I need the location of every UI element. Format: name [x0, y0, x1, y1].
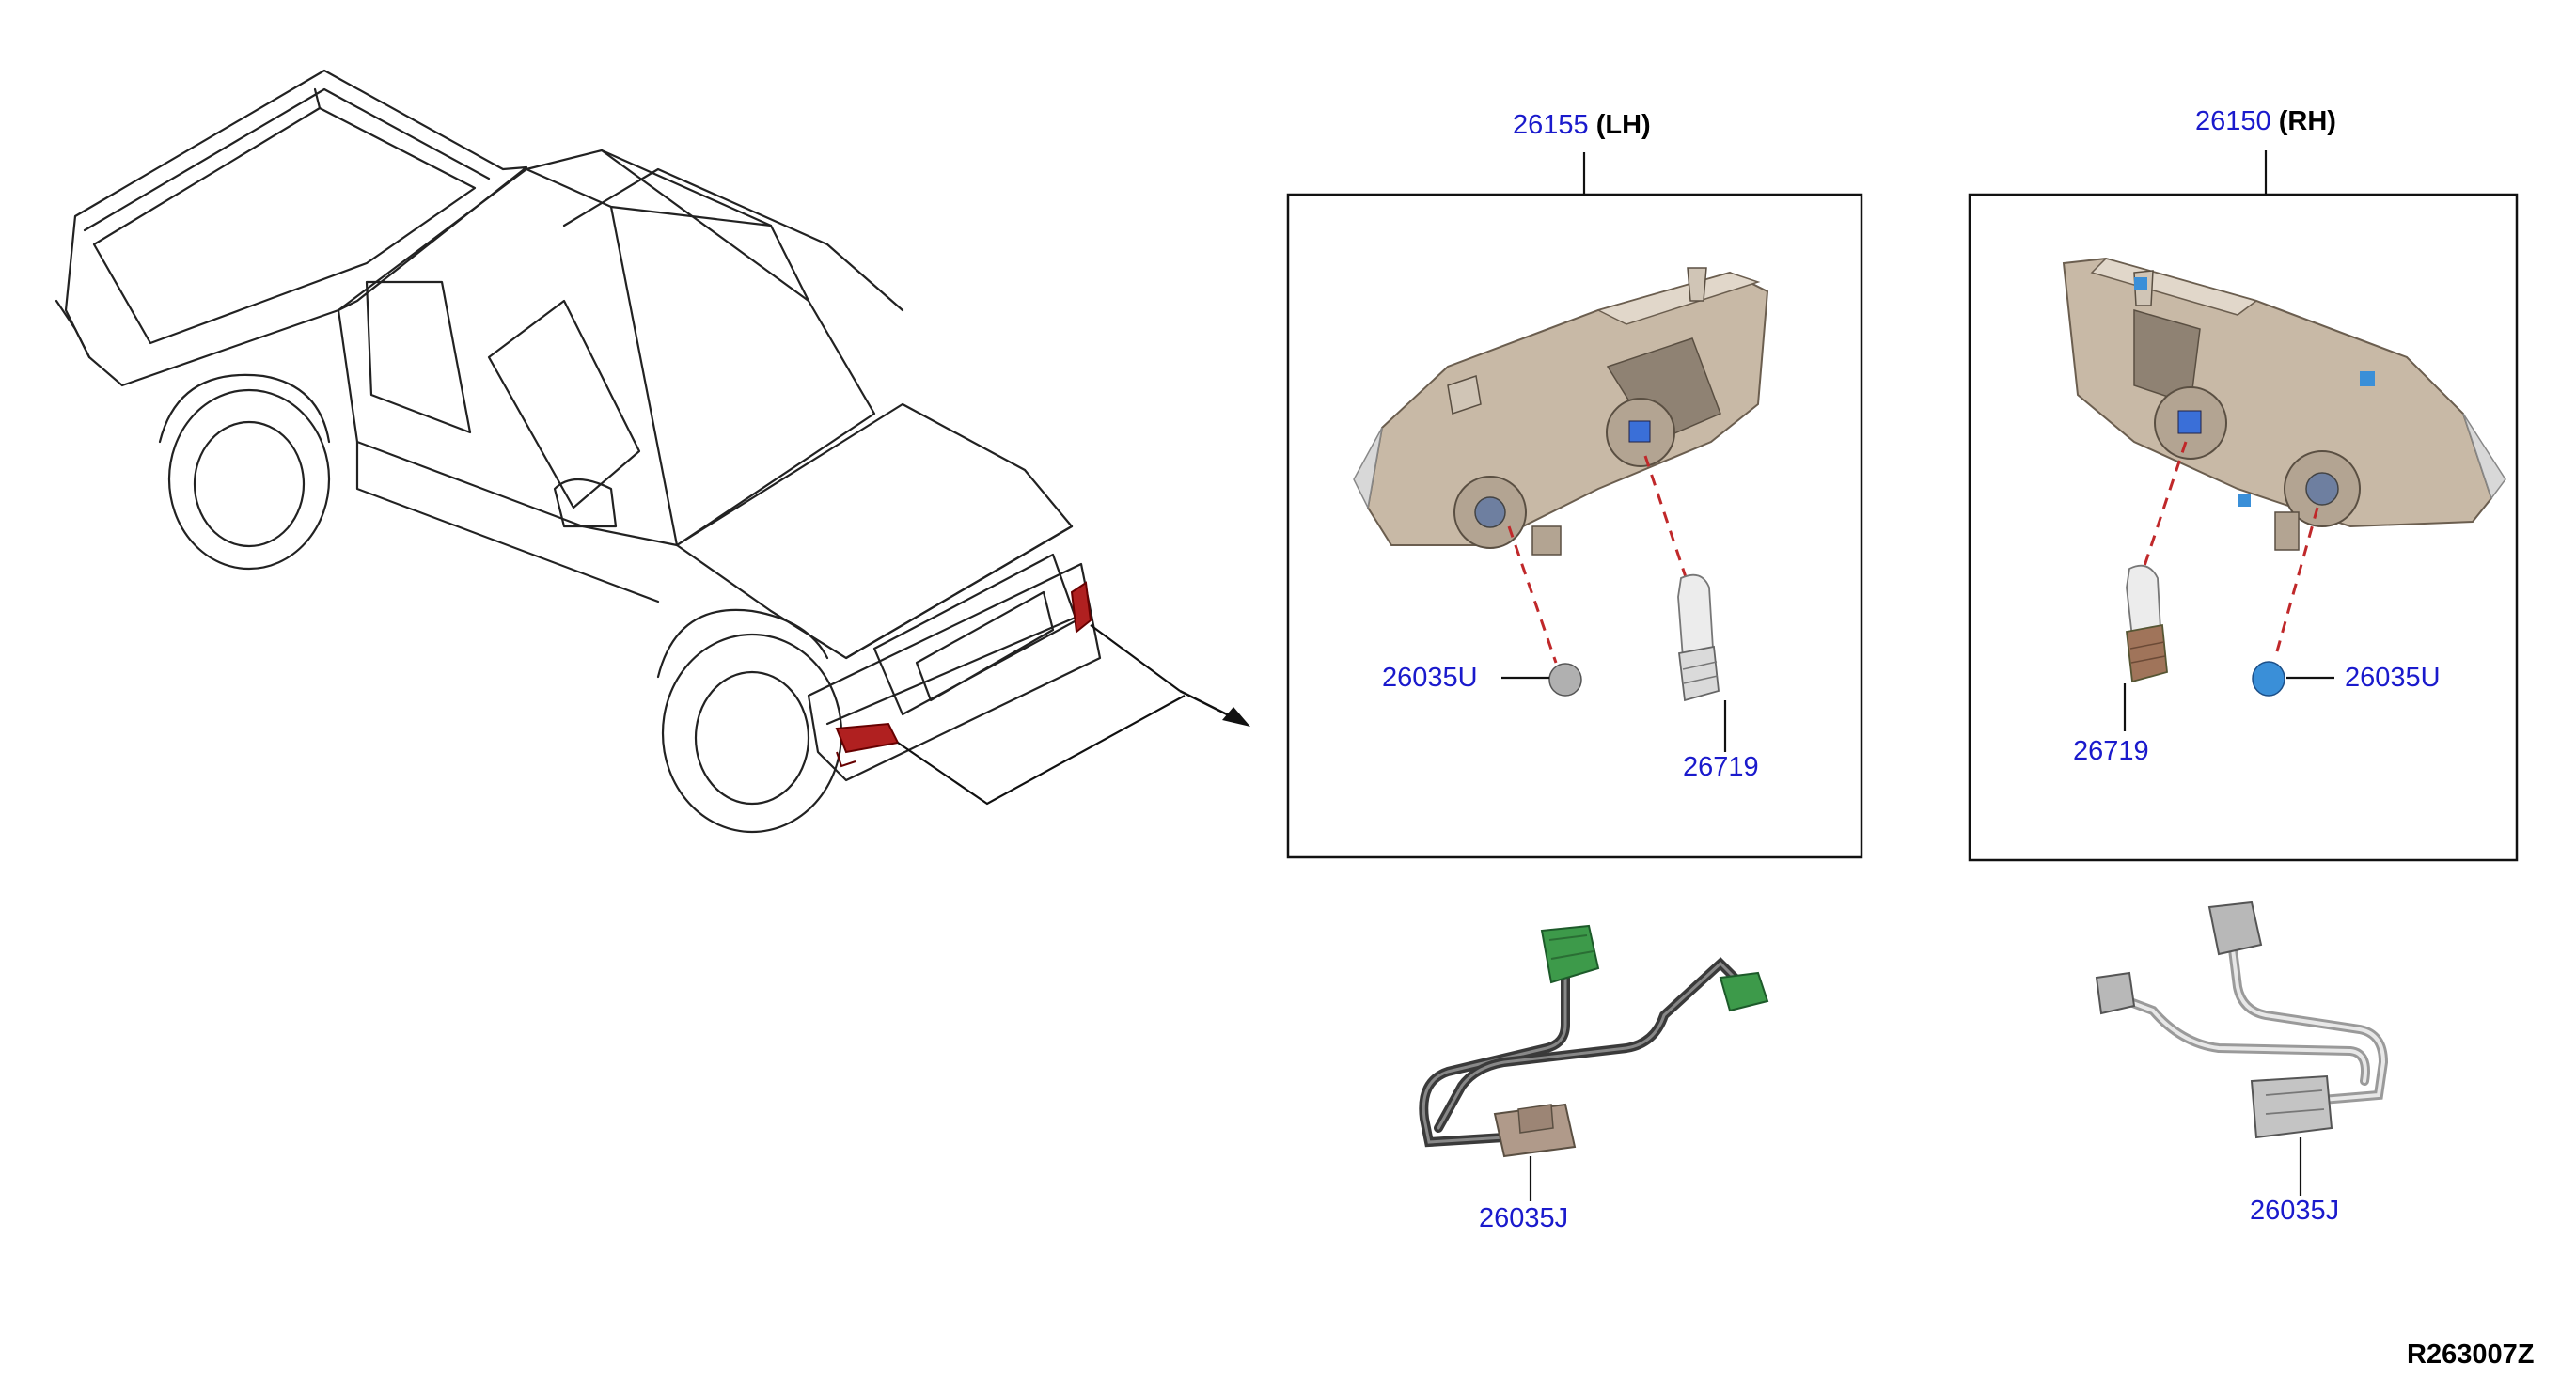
rh-lamp-box [1968, 150, 2519, 862]
lh-lamp-box [1286, 152, 1863, 859]
rh-side-label: (RH) [2278, 106, 2336, 136]
lh-side-label: (LH) [1595, 110, 1651, 140]
callout-lh-assembly[interactable]: 26155 (LH) [1513, 110, 1651, 141]
callout-rh-socket[interactable]: 26035U [2345, 663, 2441, 693]
lamp-assembly-lh[interactable] [1353, 267, 1769, 556]
rh-part-number[interactable]: 26150 [2195, 106, 2271, 136]
lh-part-number[interactable]: 26155 [1513, 110, 1589, 140]
socket-rh[interactable] [2252, 661, 2285, 697]
callout-lh-bulb[interactable]: 26719 [1683, 752, 1759, 782]
wiring-harness-rh[interactable] [2095, 901, 2389, 1139]
callout-lh-socket[interactable]: 26035U [1382, 663, 1478, 693]
lamp-highlight-right [1070, 581, 1092, 634]
truck-illustration [55, 69, 1102, 834]
illustration-code: R263007Z [2407, 1340, 2535, 1370]
bulb-lh[interactable] [1677, 573, 1720, 702]
bulb-rh[interactable] [2126, 564, 2168, 683]
callout-rh-harness[interactable]: 26035J [2250, 1196, 2340, 1226]
location-leader [897, 624, 1250, 806]
callout-lh-harness[interactable]: 26035J [1479, 1203, 1569, 1233]
callout-rh-bulb[interactable]: 26719 [2073, 736, 2149, 766]
lamp-assembly-rh[interactable] [2062, 257, 2506, 551]
wiring-harness-lh[interactable] [1419, 924, 1769, 1158]
callout-rh-assembly[interactable]: 26150 (RH) [2195, 106, 2336, 137]
socket-lh[interactable] [1548, 663, 1582, 697]
